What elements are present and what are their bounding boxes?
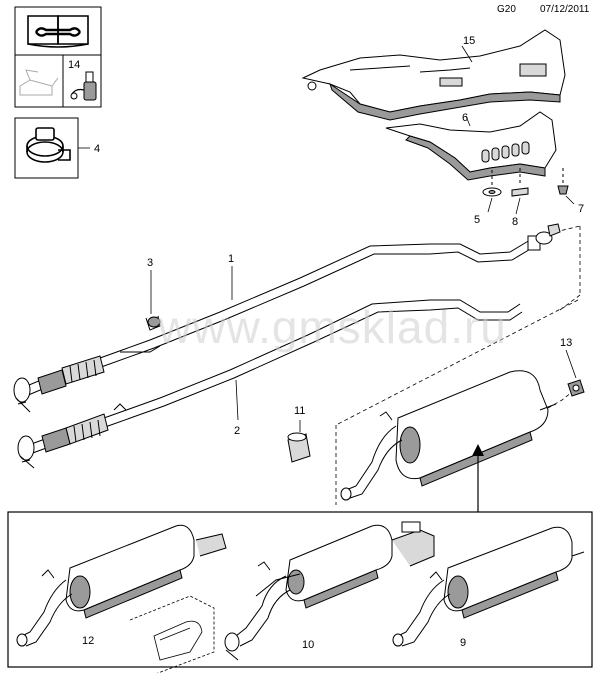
legend-panel [14, 6, 102, 179]
leader-2 [235, 379, 239, 421]
callout-13: 13 [560, 337, 572, 349]
muffler-variant-10 [224, 521, 435, 661]
callout-1: 1 [228, 253, 234, 265]
callout-labels: 15 6 5 8 7 4 14 3 1 2 11 13 12 10 9 [68, 35, 584, 651]
clamp-icon [26, 127, 71, 163]
muffler-variant-9 [392, 526, 585, 647]
callout-2: 2 [234, 425, 240, 437]
diagram-date: 07/12/2011 [540, 4, 590, 15]
muffler-variant-12 [16, 524, 227, 647]
callout-12: 12 [82, 635, 94, 647]
rubber-hanger-part [567, 379, 585, 397]
heat-shield-small [385, 111, 557, 181]
diagram-code: G20 [497, 4, 516, 15]
callout-10: 10 [302, 639, 314, 651]
callout-14: 14 [68, 59, 80, 71]
rear-muffler-assembly [340, 370, 557, 501]
flex-section-lower [17, 413, 109, 469]
callout-4: 4 [94, 143, 100, 155]
callout-7: 7 [578, 203, 584, 215]
heat-shield-large [301, 29, 566, 121]
callout-15: 15 [463, 35, 475, 47]
callout-5: 5 [474, 214, 480, 226]
wrench-tools-icon [35, 27, 81, 37]
pipe-sleeve-part [287, 432, 311, 463]
leader-5 [487, 197, 493, 213]
leader-6 [465, 115, 471, 127]
variants-detail-box [7, 511, 593, 668]
pipe-clamp-part [145, 315, 161, 331]
assembly-guide-lines [335, 225, 581, 505]
spray-bottle-icon [70, 71, 97, 101]
leader-8 [515, 197, 521, 215]
callout-6: 6 [462, 112, 468, 124]
flex-section-upper [13, 355, 105, 413]
clip-nut-part [511, 168, 529, 197]
detail-arrow [472, 444, 484, 512]
muffler-shroud-part [129, 595, 215, 673]
callout-11: 11 [294, 405, 305, 417]
washer-part [482, 170, 502, 197]
callout-9: 9 [460, 637, 466, 649]
leader-7 [565, 195, 575, 205]
bolt-part [557, 168, 569, 195]
callout-8: 8 [512, 216, 518, 228]
callout-3: 3 [147, 257, 153, 269]
leader-15 [461, 45, 473, 63]
leader-13 [565, 349, 577, 379]
oil-can-icon [19, 69, 59, 96]
